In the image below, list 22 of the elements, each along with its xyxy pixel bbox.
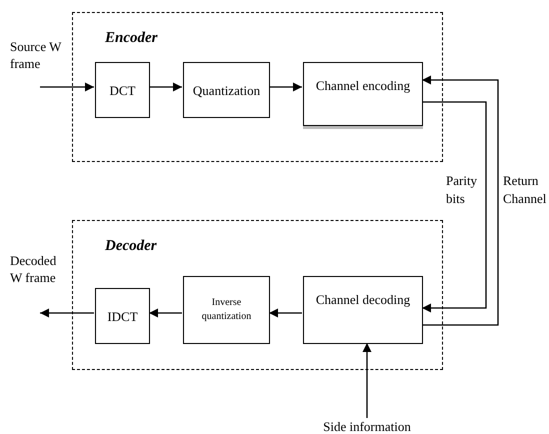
process-box: Channel decoding: [303, 276, 423, 344]
io-label: Source W frame: [10, 38, 62, 72]
process-box: Inverse quantization: [183, 276, 270, 344]
arrow: [40, 308, 94, 318]
io-label: Side information: [323, 418, 411, 434]
arrow: [362, 343, 372, 418]
group-title: Encoder: [105, 29, 158, 48]
arrow: [149, 308, 182, 318]
process-box: Quantization: [183, 62, 270, 118]
arrow: [149, 82, 182, 92]
arrow: [422, 76, 499, 326]
arrow: [40, 82, 94, 92]
group-title: Decoder: [105, 237, 157, 256]
arrow: [422, 101, 487, 312]
io-label: Decoded W frame: [10, 252, 58, 286]
arrow: [269, 82, 302, 92]
process-box: IDCT: [95, 288, 150, 344]
process-box: Channel encoding: [303, 62, 423, 126]
process-box: DCT: [95, 62, 150, 118]
arrow: [269, 308, 302, 318]
dashed-group-frame: [72, 12, 443, 162]
dashed-group-frame: [72, 220, 443, 370]
